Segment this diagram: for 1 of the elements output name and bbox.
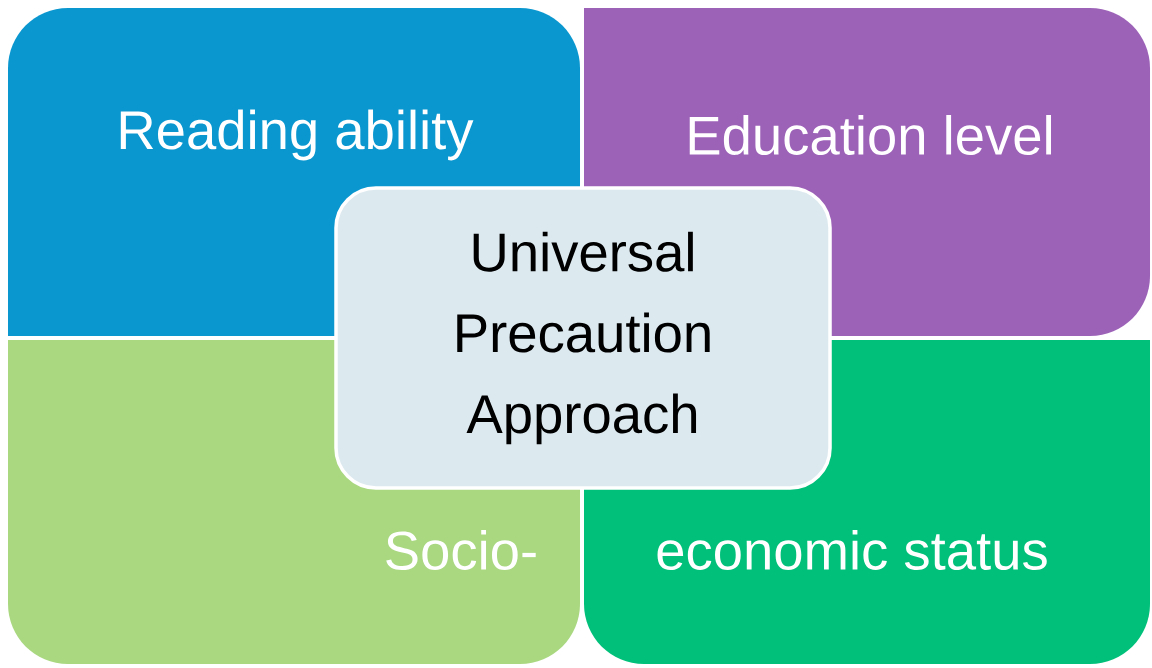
center-box: Universal Precaution Approach xyxy=(334,186,832,490)
